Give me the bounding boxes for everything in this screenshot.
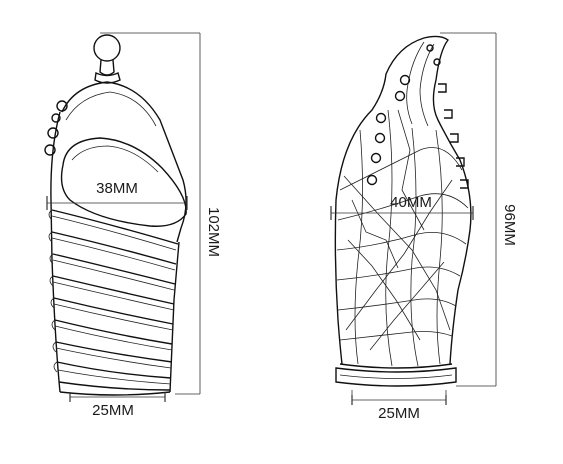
left-height-dimension: 102MM (100, 32, 222, 395)
right-base-dimension: 25MM (351, 390, 447, 422)
right-product-drawing (334, 35, 472, 387)
left-base-label: 25MM (92, 402, 134, 419)
right-nubs (366, 44, 469, 189)
left-width-label: 38MM (96, 180, 138, 197)
left-width-dimension: 38MM (46, 180, 188, 210)
right-width-label: 40MM (390, 194, 432, 211)
left-product-drawing (44, 34, 187, 396)
left-height-label: 102MM (205, 207, 222, 257)
left-spiral-ribs (48, 209, 179, 391)
right-width-dimension: 40MM (330, 194, 474, 220)
right-base-label: 25MM (378, 405, 420, 422)
right-web-pattern (336, 109, 469, 367)
right-height-dimension: 96MM (440, 32, 518, 387)
left-base-dimension: 25MM (69, 392, 166, 419)
right-height-label: 96MM (501, 204, 518, 246)
